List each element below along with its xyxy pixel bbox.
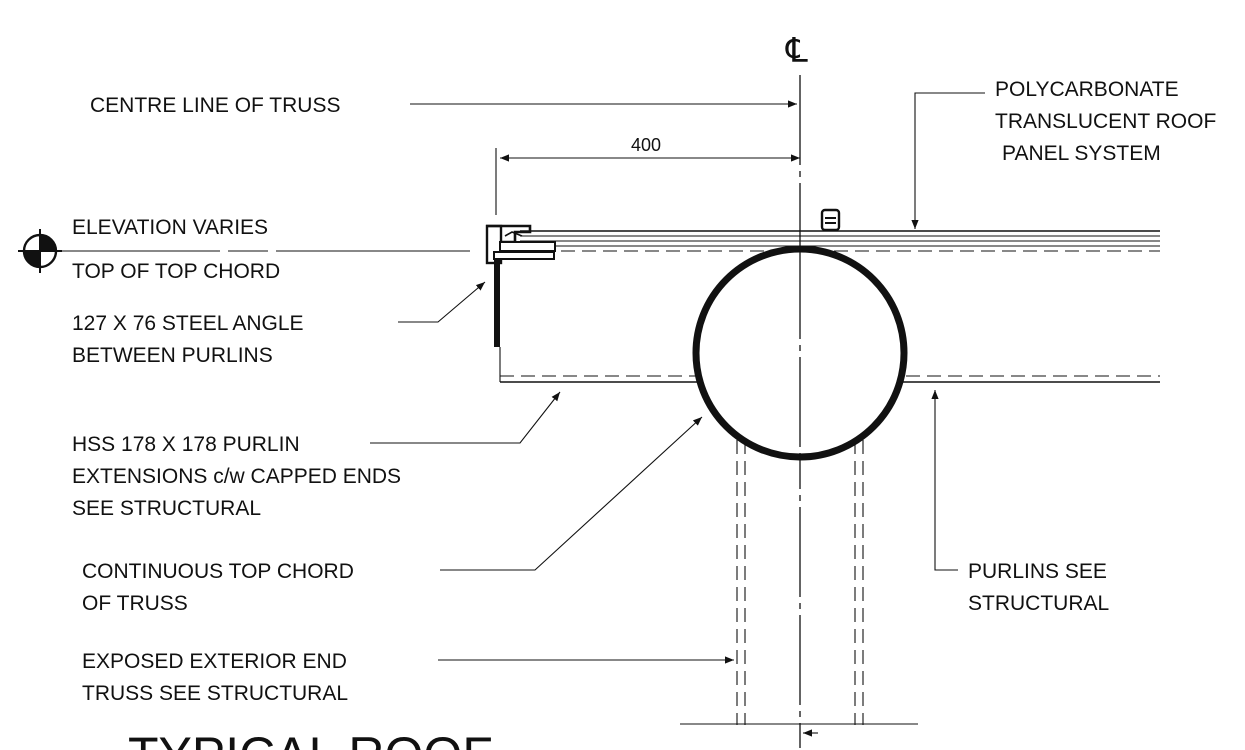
label-polycarbonate: POLYCARBONATE TRANSLUCENT ROOF PANEL SYS…	[995, 78, 1216, 165]
elevation-marker-icon	[18, 229, 470, 273]
label-purlins: PURLINS SEE STRUCTURAL	[968, 560, 1109, 615]
svg-text:STRUCTURAL: STRUCTURAL	[968, 592, 1109, 615]
label-centre-line: CENTRE LINE OF TRUSS	[90, 94, 340, 117]
svg-text:TRANSLUCENT ROOF: TRANSLUCENT ROOF	[995, 110, 1216, 133]
truss-web	[680, 440, 918, 725]
purlin-extension	[499, 347, 1160, 383]
panel-clip	[820, 208, 841, 232]
svg-text:HSS 178 X 178 PURLIN: HSS 178 X 178 PURLIN	[72, 433, 300, 456]
svg-text:127 X 76 STEEL ANGLE: 127 X 76 STEEL ANGLE	[72, 312, 304, 335]
leader-lines	[370, 92, 985, 737]
label-steel-angle: 127 X 76 STEEL ANGLE BETWEEN PURLINS	[72, 312, 304, 367]
svg-text:PURLINS SEE: PURLINS SEE	[968, 560, 1107, 583]
centreline-symbol: ℄	[785, 31, 808, 71]
svg-text:EXPOSED EXTERIOR END: EXPOSED EXTERIOR END	[82, 650, 347, 673]
svg-text:OF TRUSS: OF TRUSS	[82, 592, 188, 615]
svg-text:EXTENSIONS c/w CAPPED ENDS: EXTENSIONS c/w CAPPED ENDS	[72, 465, 401, 488]
drawing-title: TYPICAL ROOF	[128, 727, 493, 750]
svg-text:CONTINUOUS TOP CHORD: CONTINUOUS TOP CHORD	[82, 560, 354, 583]
label-hss-purlin: HSS 178 X 178 PURLIN EXTENSIONS c/w CAPP…	[72, 433, 401, 520]
svg-text:SEE STRUCTURAL: SEE STRUCTURAL	[72, 497, 261, 520]
label-elevation: ELEVATION VARIES	[72, 216, 268, 239]
svg-text:TRUSS SEE STRUCTURAL: TRUSS SEE STRUCTURAL	[82, 682, 348, 705]
svg-text:POLYCARBONATE: POLYCARBONATE	[995, 78, 1179, 101]
label-exposed-truss: EXPOSED EXTERIOR END TRUSS SEE STRUCTURA…	[82, 650, 348, 705]
svg-text:PANEL SYSTEM: PANEL SYSTEM	[1002, 142, 1161, 165]
svg-text:BETWEEN PURLINS: BETWEEN PURLINS	[72, 344, 273, 367]
roof-panel-layers	[520, 230, 1160, 252]
label-top-chord: CONTINUOUS TOP CHORD OF TRUSS	[82, 560, 354, 615]
steel-angle	[493, 251, 555, 347]
dimension-value: 400	[631, 135, 661, 155]
dimension-400	[495, 148, 800, 215]
label-top-of-chord: TOP OF TOP CHORD	[72, 260, 280, 283]
